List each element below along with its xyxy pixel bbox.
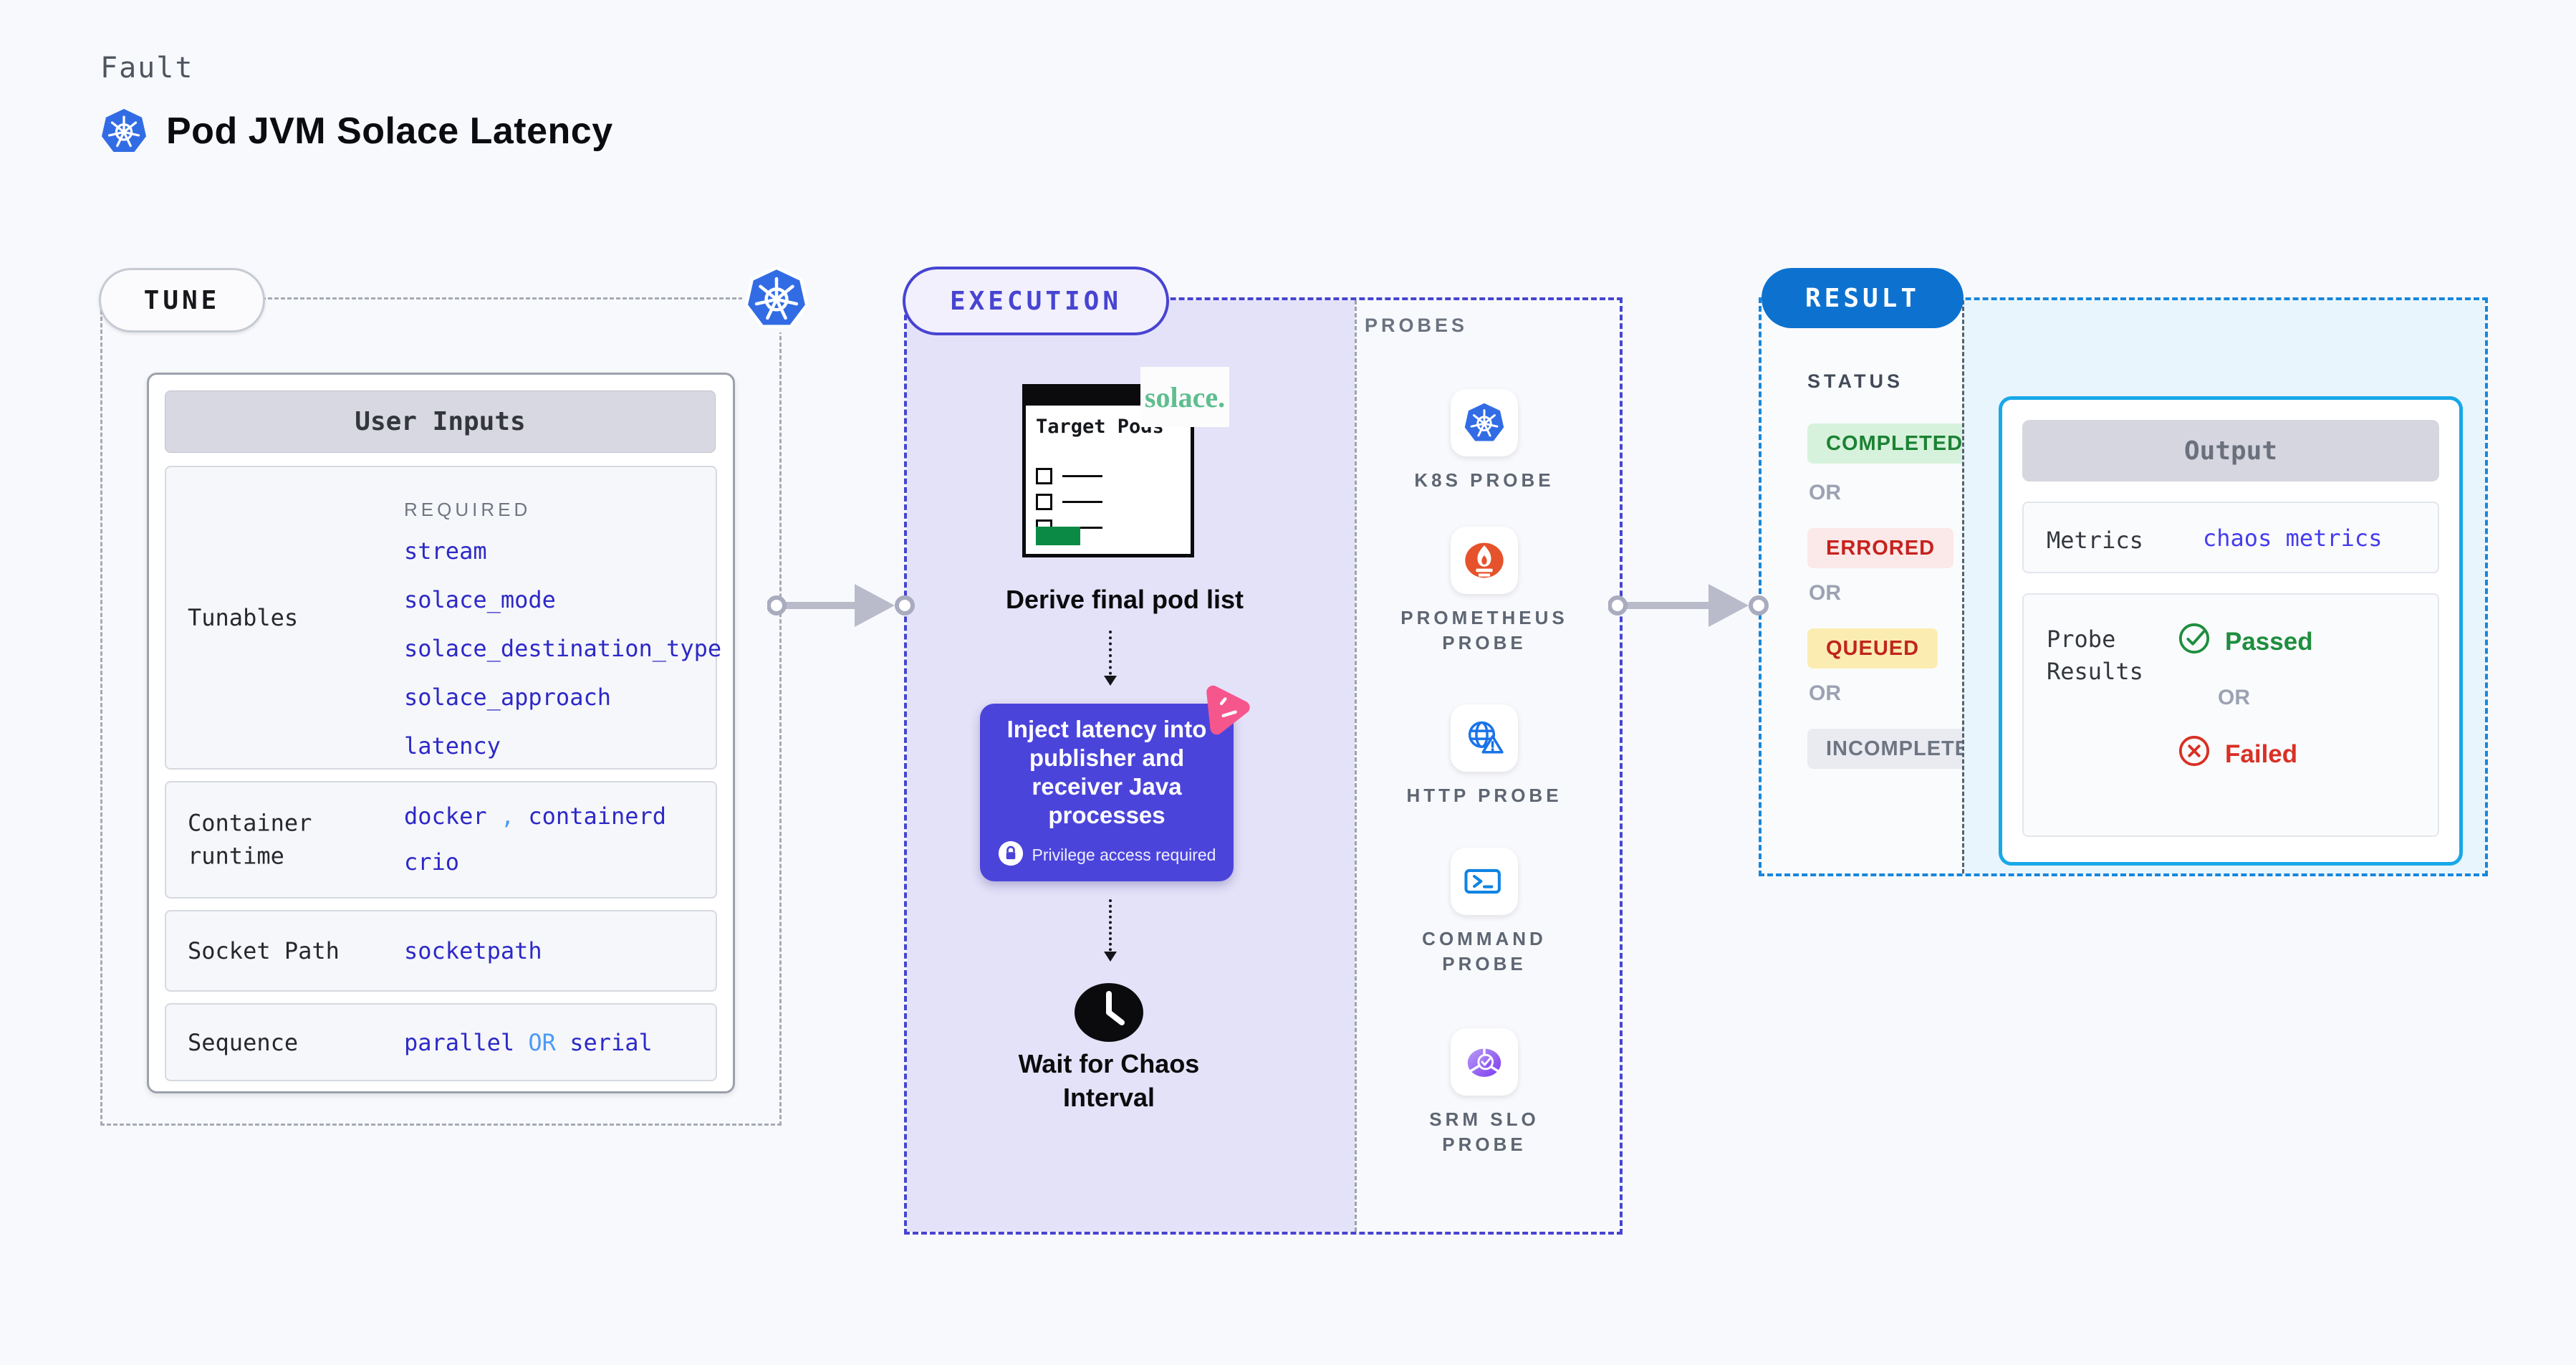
execution-to-result-arrow	[1608, 584, 1769, 627]
tunable-value: solace_mode	[404, 586, 556, 613]
privilege-note-text: Privilege access required	[1032, 846, 1216, 864]
metrics-label: Metrics	[2047, 527, 2143, 554]
kubernetes-probe-icon	[1451, 389, 1518, 456]
probe-results-label: Probe Results	[2047, 626, 2143, 685]
user-inputs-card: User Inputs Tunables REQUIRED stream sol…	[147, 373, 735, 1093]
tune-section-box	[100, 297, 782, 1126]
probe-k8s: K8S PROBE	[1352, 389, 1617, 493]
solace-logo: solace.	[1140, 367, 1229, 427]
flow-arrow-down	[1104, 631, 1117, 686]
kubernetes-icon	[100, 107, 148, 155]
tune-pill: TUNE	[99, 268, 265, 332]
confirm-button-graphic	[1036, 527, 1080, 545]
tune-to-execution-arrow	[767, 584, 915, 627]
fault-eyebrow: Fault	[100, 52, 194, 85]
container-runtime-row: Container runtime docker , containerd cr…	[165, 781, 717, 899]
probe-http: HTTP PROBE	[1352, 704, 1617, 808]
or-label: OR	[1809, 581, 1841, 605]
metrics-value: chaos metrics	[2203, 525, 2383, 552]
pod-list-item	[1036, 494, 1102, 510]
status-badge-queued: QUEUED	[1807, 628, 1938, 669]
title-row: Pod JVM Solace Latency	[100, 107, 613, 155]
status-column: STATUS COMPLETED OR ERRORED OR QUEUED OR…	[1762, 300, 2004, 873]
command-probe-icon	[1451, 848, 1518, 915]
probe-label: K8S PROBE	[1414, 469, 1554, 491]
probe-results-row: Probe Results Passed OR	[2022, 593, 2439, 837]
output-title: Output	[2022, 420, 2439, 482]
inject-latency-step: Inject latency into publisher and receiv…	[980, 685, 1250, 881]
probe-prometheus: PROMETHEUS PROBE	[1352, 527, 1617, 656]
required-label: REQUIRED	[404, 499, 532, 520]
sequence-row: Sequence parallel OR serial	[165, 1003, 717, 1081]
derive-pod-list-caption: Derive final pod list	[1005, 585, 1244, 614]
failed-result: Failed	[2178, 734, 2313, 774]
status-label: STATUS	[1807, 370, 1903, 392]
container-runtime-label: Container runtime	[188, 809, 312, 870]
x-circle-icon	[2178, 734, 2211, 774]
probe-label: HTTP PROBE	[1406, 785, 1562, 806]
status-output-divider	[1962, 300, 1964, 873]
result-pill: RESULT	[1762, 268, 1964, 328]
sequence-label: Sequence	[188, 1028, 299, 1056]
kubernetes-icon	[742, 264, 811, 332]
check-circle-icon	[2178, 622, 2211, 661]
probes-panel: PROBES K8S PROBE	[1352, 297, 1617, 1229]
tunable-value: stream	[404, 537, 487, 565]
probe-srm-slo: SRM SLO PROBE	[1352, 1028, 1617, 1157]
execution-pill: EXECUTION	[903, 267, 1169, 335]
execution-probes-divider	[1355, 300, 1357, 1232]
privilege-note: Privilege access required	[998, 840, 1216, 871]
probe-results-values: Passed OR Failed	[2178, 622, 2313, 774]
status-badge-completed: COMPLETED	[1807, 423, 1982, 464]
socket-path-value: socketpath	[404, 937, 542, 964]
lock-icon	[998, 840, 1024, 871]
status-badge-errored: ERRORED	[1807, 528, 1954, 568]
probes-panel-label: PROBES	[1365, 315, 1469, 336]
flow-arrow-down	[1104, 899, 1117, 962]
probe-label: SRM SLO PROBE	[1429, 1108, 1539, 1156]
socket-path-row: Socket Path socketpath	[165, 910, 717, 992]
srm-slo-probe-icon	[1451, 1028, 1518, 1096]
socket-path-label: Socket Path	[188, 937, 340, 964]
probe-label: PROMETHEUS PROBE	[1400, 607, 1568, 654]
probe-command: COMMAND PROBE	[1352, 848, 1617, 977]
tunables-values: stream solace_mode solace_destination_ty…	[404, 537, 721, 760]
prometheus-probe-icon	[1451, 527, 1518, 594]
user-inputs-title: User Inputs	[165, 391, 716, 453]
passed-label: Passed	[2225, 627, 2313, 656]
probe-label: COMMAND PROBE	[1422, 928, 1547, 975]
tunables-row: Tunables REQUIRED stream solace_mode sol…	[165, 466, 721, 770]
wait-chaos-interval-caption: Wait for Chaos Interval	[1018, 1049, 1200, 1112]
container-runtime-value: crio	[404, 848, 460, 876]
failed-label: Failed	[2225, 739, 2298, 768]
clock-icon	[1072, 980, 1146, 1045]
page-title: Pod JVM Solace Latency	[166, 110, 613, 152]
or-label: OR	[1809, 681, 1841, 705]
sequence-value: parallel OR serial	[404, 1028, 653, 1056]
tunable-value: solace_destination_type	[404, 635, 722, 662]
or-label: OR	[2218, 686, 2250, 709]
tunable-value: solace_approach	[404, 684, 611, 711]
or-label: OR	[1809, 481, 1841, 504]
output-card: Output Metrics chaos metrics Probe Resul…	[1999, 396, 2463, 866]
tunable-value: latency	[404, 732, 501, 760]
http-probe-icon	[1451, 704, 1518, 772]
chaos-fault-icon	[1196, 682, 1252, 738]
container-runtime-values: docker , containerd	[404, 803, 667, 830]
tunables-label: Tunables	[188, 603, 299, 631]
metrics-row: Metrics chaos metrics	[2022, 502, 2439, 573]
passed-result: Passed	[2178, 622, 2313, 661]
inject-latency-text: Inject latency into publisher and receiv…	[1006, 715, 1207, 829]
pod-list-item	[1036, 468, 1102, 484]
